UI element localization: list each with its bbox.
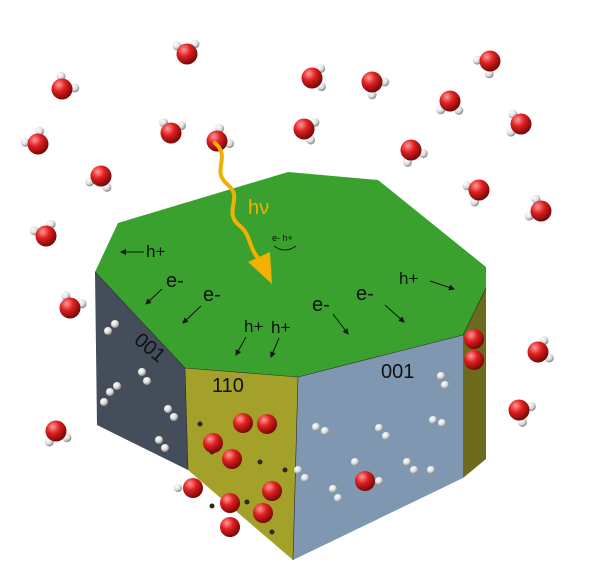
oxygen-atom: [160, 122, 182, 144]
water-molecule: [159, 118, 186, 144]
hole-label-center-2: h+: [271, 318, 290, 337]
water-molecule: [44, 420, 72, 447]
water-molecule: [29, 219, 57, 247]
right-face-001: [293, 335, 463, 560]
water-molecule: [20, 126, 49, 155]
water-molecules: [20, 39, 554, 447]
hole-label-top-left: h+: [146, 242, 165, 261]
hydrogen-atom: [367, 90, 377, 100]
photon-label: hν: [248, 197, 269, 219]
water-molecule: [462, 179, 490, 207]
oxygen-atom: [35, 225, 57, 247]
oxygen-atom: [508, 399, 530, 421]
hole-label-center-1: h+: [244, 317, 263, 336]
water-molecule: [59, 291, 87, 319]
oxygen-atom: [27, 133, 49, 155]
oxygen-atom: [361, 71, 383, 93]
water-molecule: [293, 117, 320, 145]
oxygen-atom: [301, 67, 323, 89]
facet-label-front-110: 110: [212, 375, 244, 397]
hydrogen-atom: [472, 55, 482, 65]
water-molecule: [206, 123, 235, 152]
oxygen-atom: [293, 118, 315, 140]
facet-label-right-001: 001: [381, 361, 414, 383]
oxygen-atom: [176, 43, 198, 65]
water-molecule: [361, 71, 390, 100]
hydrogen-atom: [380, 77, 390, 87]
oxygen-atom: [45, 420, 67, 442]
surface-oxygens: [174, 329, 484, 537]
electron-label-4: e-: [356, 283, 374, 305]
water-molecule: [301, 64, 326, 92]
oxygen-atom: [468, 179, 490, 201]
oxygen-atom: [51, 78, 73, 100]
electron-label-1: e-: [166, 270, 184, 292]
water-molecule: [527, 336, 554, 363]
oxygen-atom: [59, 297, 81, 319]
oxygen-atom: [527, 341, 549, 363]
arrow-e4: [384, 304, 405, 323]
oxygen-atom: [530, 200, 552, 222]
arrow-e3: [332, 313, 349, 335]
pair-arc: [273, 245, 297, 251]
oxygen-atom: [439, 90, 461, 112]
photon-arrow: [213, 141, 264, 264]
water-molecule: [524, 194, 552, 222]
water-molecule: [436, 90, 464, 115]
water-molecule: [400, 139, 428, 167]
water-molecule: [506, 109, 532, 137]
oxygen-atom: [400, 139, 422, 161]
arrow-h-center-1: [235, 336, 247, 356]
electron-label-2: e-: [203, 284, 221, 306]
hole-label-right: h+: [399, 269, 418, 288]
arrow-h-center-2: [270, 337, 280, 358]
water-molecule: [508, 399, 536, 427]
arrow-e1: [145, 288, 163, 305]
photon-arrowhead: [248, 252, 272, 284]
hydrogen-atom: [70, 83, 80, 93]
electron-label-3: e-: [312, 294, 330, 316]
hydrogen-molecules: [100, 320, 449, 502]
water-molecule: [172, 39, 200, 65]
water-molecule: [472, 50, 501, 79]
top-face: [95, 172, 486, 377]
arrow-h-right: [429, 280, 455, 291]
water-molecule: [51, 71, 80, 100]
water-molecule: [85, 165, 112, 192]
hydrogen-atom: [56, 71, 66, 81]
oxygen-atom: [479, 50, 501, 72]
arrow-e2: [182, 305, 202, 324]
hydrogen-atom: [484, 69, 494, 79]
oxygen-atom: [206, 130, 228, 152]
pair-label: e- h+: [272, 233, 293, 243]
oxygen-atom: [90, 165, 112, 187]
oxygen-atom: [510, 113, 532, 135]
